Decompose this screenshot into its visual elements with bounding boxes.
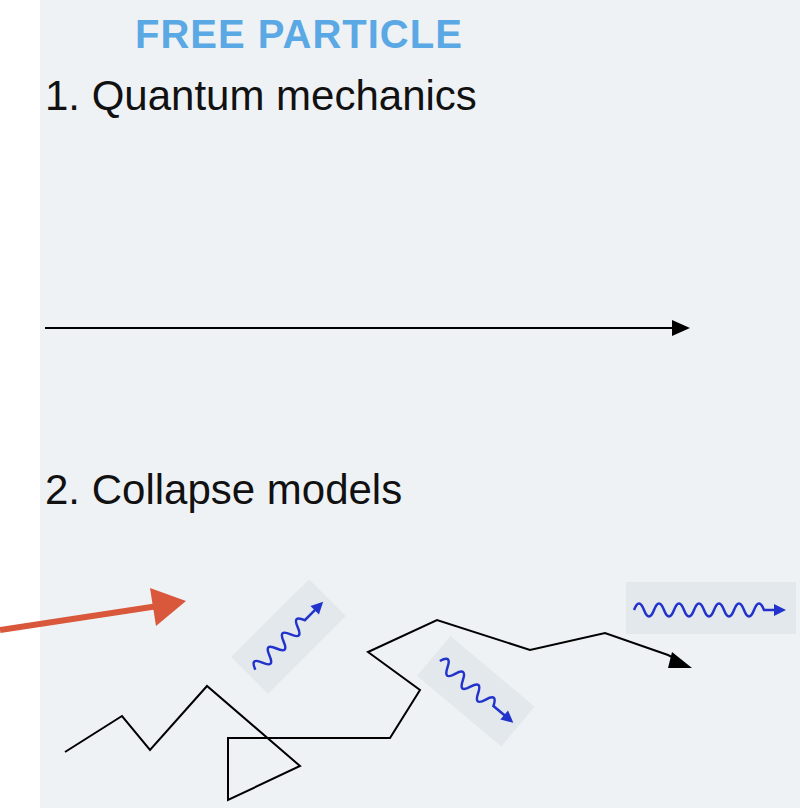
arrow-head <box>668 652 692 668</box>
trajectory-line <box>45 327 672 329</box>
photon <box>626 582 796 634</box>
section-label: 1. Quantum mechanics <box>45 72 477 120</box>
pointer-arrow <box>0 606 158 630</box>
background-panel <box>40 0 800 808</box>
pointer-arrow-head <box>150 588 186 626</box>
photon <box>417 636 535 747</box>
section-label: 2. Collapse models <box>45 466 402 514</box>
arrow-head <box>672 320 690 336</box>
random-walk-path <box>65 620 682 800</box>
photon <box>231 579 346 694</box>
diagram-title: FREE PARTICLE <box>135 12 463 57</box>
